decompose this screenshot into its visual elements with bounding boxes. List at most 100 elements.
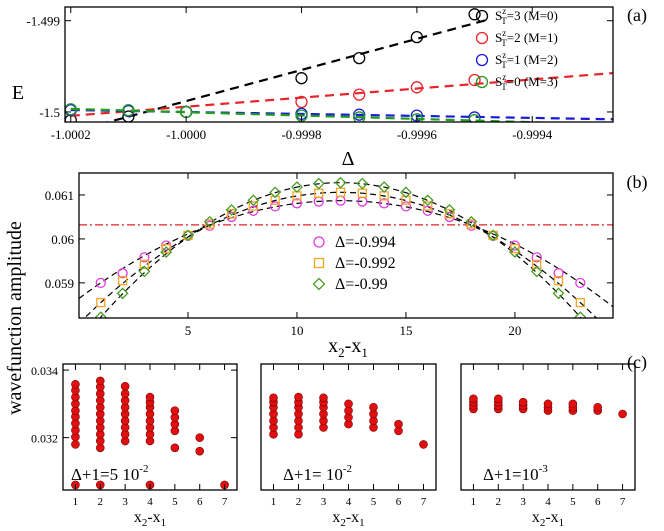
panel-b-point [139,259,150,270]
panel-c1-point [71,379,80,389]
panel-c2-point [394,419,403,429]
panel-a-frame [64,6,614,123]
panel-a-point [468,114,481,122]
panel-b-point [443,203,456,216]
panel-b-xtick-label: 15 [399,323,412,338]
panel-b-frame [78,172,614,319]
panel-b-point [508,246,521,259]
panel-a-fit-line [70,71,613,117]
panel-label-a: (a) [627,5,647,26]
panel-b-point [334,176,347,189]
panel-c1-point [145,392,155,402]
panel-c1-point [170,406,180,415]
panel-b-point [378,181,391,193]
panel-a-ytick-label: -1.5 [39,105,60,120]
panel-b-ytick-label: 0.061 [45,188,74,203]
panel-c3-xlabel: x2-x1 [532,509,564,529]
panel-b-point [530,265,543,278]
panel-c2-point [344,399,353,409]
panel-c2-point [369,402,378,412]
panel-c2-point [419,440,428,449]
panel-c3-point [469,394,478,404]
panel-c3-annotation: Δ+1=10-3 [483,463,548,484]
panel-c1-ytick-label: 0.032 [31,432,58,446]
panel-b-point [423,201,433,211]
panel-c2-point [319,393,328,403]
panel-b-legend-label: Δ=-0.992 [335,255,396,272]
panel-b-fit-curve [83,191,598,318]
panel-b-point [94,311,107,318]
panel-b-legend-marker [313,236,325,248]
panel-c1-xtick-label: 2 [98,496,104,508]
panel-b-point [401,195,411,205]
panel-c3-point [493,394,503,404]
panel-b-point [203,215,216,228]
panel-c1-point [71,440,80,449]
panel-a-point [295,72,308,85]
panel-a-point [122,103,135,117]
panel-c1-point [95,376,105,386]
panel-a-xtick-label: -0.9998 [281,127,321,142]
panel-a-legend-marker [475,31,489,45]
panel-c3-xtick-label: 6 [595,496,601,508]
panel-b-point [444,209,455,219]
panel-b-point [488,230,498,241]
panel-b-point [466,219,476,229]
panel-b-point [96,297,106,308]
panel-b-legend-label: Δ=-0.99 [335,276,388,293]
panel-b-point [552,287,565,300]
panel-c1-point [195,433,205,442]
panel-b-point [291,181,303,193]
panel-c2-xtick-label: 7 [421,496,427,508]
panel-b-ytick-label: 0.059 [45,276,74,291]
panel-label-b: (b) [627,172,648,193]
panel-c2-xtick-label: 5 [371,496,377,508]
panel-c1-ytick-label: 0.034 [31,364,58,378]
panel-a-ytick-label: -1.499 [26,14,60,29]
panel-b-point [205,219,215,229]
panel-b-point [553,268,564,279]
panel-c2-xtick-label: 3 [321,496,327,508]
panel-b-point [117,276,128,286]
panel-c3-point [518,397,528,407]
panel-b-point [95,277,106,288]
panel-b-point [182,229,194,242]
panel-b-point [248,205,259,216]
panel-b-point [116,287,129,300]
panel-b-point [269,186,282,199]
panel-a-point [122,110,135,122]
shared-ylabel: wavefunction amplitude [4,221,26,415]
panel-b-point [532,259,542,270]
panel-a-fit-line [104,19,487,122]
panel-b-point [247,194,260,207]
panel-a-point [468,73,481,87]
panel-a-point [353,111,366,122]
panel-a-point [353,51,366,65]
panel-b-fit-curve [79,200,613,308]
panel-a-point [295,95,308,109]
panel-a-legend-marker [475,53,489,67]
panel-b-point [161,243,171,254]
panel-b-point [553,276,564,286]
panel-b-point [183,230,193,241]
panel-b-point [312,177,325,190]
panel-c1-xtick-label: 6 [197,496,203,508]
panel-c1-xtick-label: 3 [122,496,128,508]
panel-b-point [575,297,585,308]
panel-c1-point [120,381,130,391]
panel-b-legend-marker [313,257,325,269]
panel-c1-annotation: Δ+1=5 10-2 [71,463,149,484]
panel-b-point [509,240,521,251]
panel-b-xlabel: x2-x1 [328,335,368,360]
panel-c2-point [269,393,278,403]
panel-c1-xtick-label: 7 [222,496,228,508]
panel-c3-xtick-label: 7 [620,496,626,508]
panel-b-xtick-label: 20 [508,323,521,338]
panel-b-point [400,201,412,212]
